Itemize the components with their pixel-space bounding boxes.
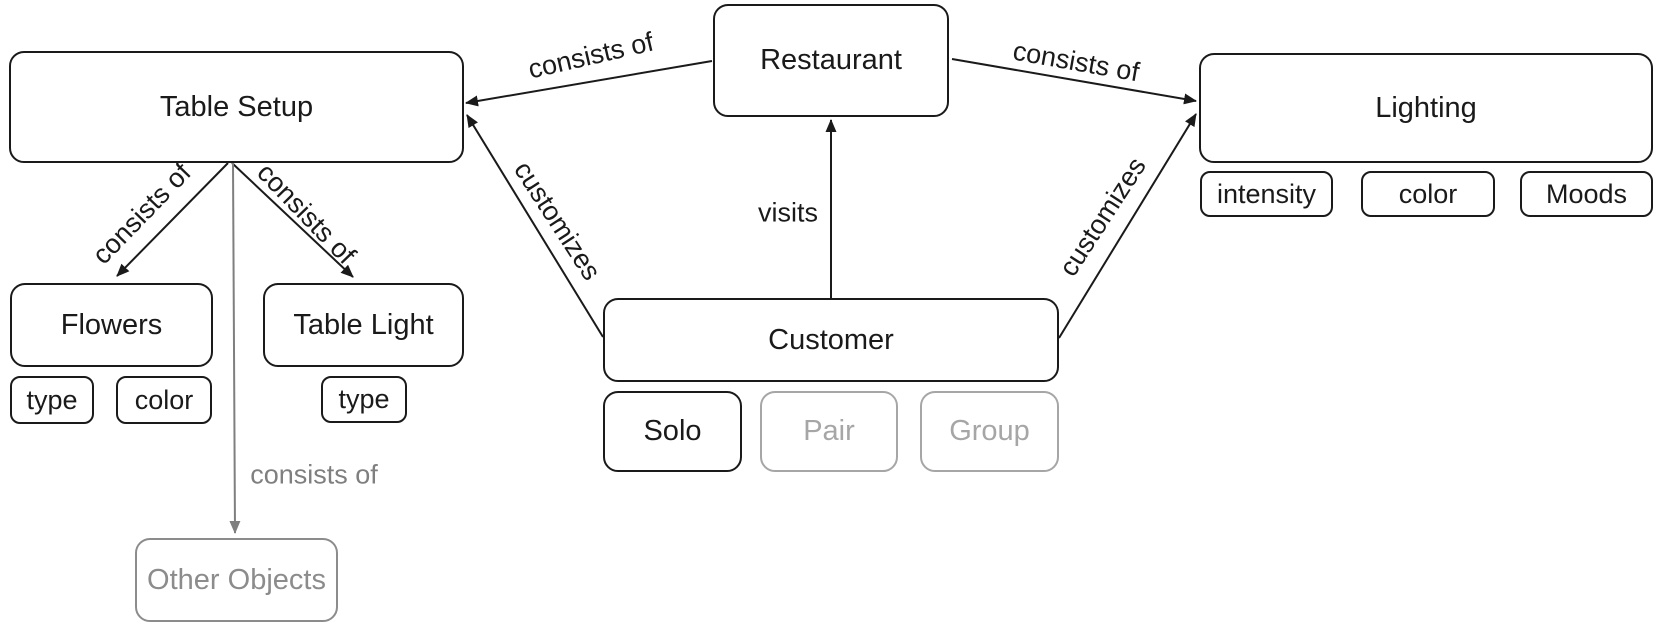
node-label: Restaurant bbox=[760, 44, 902, 76]
node-label: intensity bbox=[1216, 178, 1317, 209]
node-label: Moods bbox=[1545, 178, 1628, 209]
edge-table-setup-to-flowers[interactable] bbox=[116, 162, 229, 277]
node-label: Flowers bbox=[60, 308, 163, 341]
edge-restaurant-to-table-setup[interactable] bbox=[465, 60, 713, 107]
node-lighting-color[interactable]: color bbox=[1361, 171, 1495, 217]
node-lighting-intensity[interactable]: intensity bbox=[1200, 171, 1333, 217]
node-label: Table Light bbox=[293, 308, 434, 341]
node-flowers[interactable]: Flowers bbox=[10, 283, 213, 367]
node-flowers-color[interactable]: color bbox=[116, 376, 212, 424]
node-table-light-type[interactable]: type bbox=[321, 376, 407, 423]
node-label: type bbox=[338, 384, 390, 414]
edge-table-setup-to-table-light[interactable] bbox=[231, 162, 354, 278]
node-customer[interactable]: Customer bbox=[603, 298, 1059, 382]
node-label: Other Objects bbox=[147, 563, 326, 596]
node-label: color bbox=[134, 384, 194, 415]
node-label: Group bbox=[949, 415, 1030, 447]
edge-restaurant-to-lighting[interactable] bbox=[951, 58, 1197, 105]
node-restaurant[interactable]: Restaurant bbox=[713, 4, 949, 117]
edge-label-customer-to-lighting: customizes bbox=[1053, 151, 1152, 282]
node-lighting-moods[interactable]: Moods bbox=[1520, 171, 1653, 217]
edge-label-table-setup-to-other-objects: consists of bbox=[250, 459, 378, 490]
node-label: Solo bbox=[643, 415, 702, 447]
edge-table-setup-to-other-objects[interactable] bbox=[229, 162, 241, 534]
node-pair[interactable]: Pair bbox=[760, 391, 898, 472]
node-group[interactable]: Group bbox=[920, 391, 1059, 472]
node-solo[interactable]: Solo bbox=[603, 391, 742, 472]
node-label: type bbox=[26, 384, 78, 415]
edge-customer-to-lighting[interactable] bbox=[1058, 113, 1197, 339]
edge-label-table-setup-to-flowers: consists of bbox=[86, 157, 197, 270]
node-label: Table Setup bbox=[159, 90, 314, 123]
edge-label-restaurant-to-table-setup: consists of bbox=[525, 26, 657, 85]
node-table-light[interactable]: Table Light bbox=[263, 283, 464, 367]
node-label: Lighting bbox=[1375, 91, 1477, 124]
edge-label-restaurant-to-lighting: consists of bbox=[1010, 35, 1142, 88]
node-flowers-type[interactable]: type bbox=[10, 376, 94, 424]
node-label: Pair bbox=[803, 415, 855, 447]
node-lighting[interactable]: Lighting bbox=[1199, 53, 1653, 163]
edge-label-customer-to-restaurant: visits bbox=[758, 197, 818, 228]
node-label: Customer bbox=[768, 323, 894, 356]
edge-customer-to-table-setup[interactable] bbox=[466, 114, 604, 338]
node-other-objects[interactable]: Other Objects bbox=[135, 538, 338, 622]
node-table-setup[interactable]: Table Setup bbox=[9, 51, 464, 163]
edge-label-table-setup-to-table-light: consists of bbox=[251, 157, 362, 270]
edge-label-customer-to-table-setup: customizes bbox=[508, 155, 607, 286]
node-label: color bbox=[1398, 178, 1458, 209]
